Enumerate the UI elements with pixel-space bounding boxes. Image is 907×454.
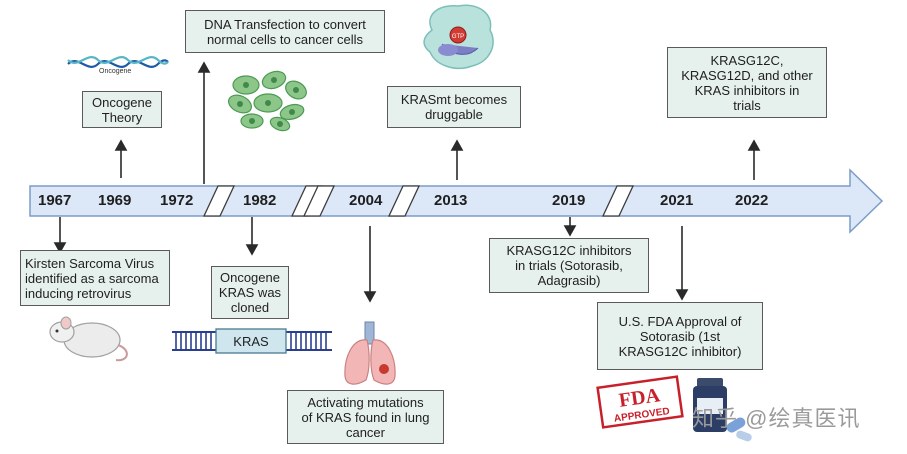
year-1969: 1969 bbox=[98, 192, 132, 209]
gtp-label: GTP bbox=[452, 34, 464, 40]
kras-gene-label: KRAS bbox=[233, 334, 269, 349]
timeline-arrow bbox=[29, 168, 884, 234]
event-text: KRASG12C inhibitors in trials (Sotorasib… bbox=[506, 243, 632, 288]
year-2021: 2021 bbox=[660, 192, 694, 209]
event-krasmt-druggable: KRASmt becomes druggable bbox=[387, 86, 521, 128]
kras-gene-icon: KRAS bbox=[172, 328, 332, 354]
event-text: KRASmt becomes druggable bbox=[400, 92, 508, 122]
event-oncogene-theory: Oncogene Theory bbox=[82, 91, 162, 128]
oncogene-dna-label: Oncogene bbox=[99, 68, 132, 75]
year-2022: 2022 bbox=[735, 192, 769, 209]
cancer-cells-icon bbox=[228, 70, 307, 132]
fda-approved-stamp: FDA APPROVED bbox=[596, 375, 684, 429]
lungs-icon bbox=[344, 321, 396, 385]
event-text: DNA Transfection to convert normal cells… bbox=[204, 16, 366, 47]
timeline-breaks bbox=[202, 185, 635, 217]
event-text: U.S. FDA Approval of Sotorasib (1st KRAS… bbox=[618, 313, 742, 359]
event-dna-transfection: DNA Transfection to convert normal cells… bbox=[185, 10, 385, 53]
watermark: 知乎 @绘真医讯 bbox=[692, 406, 861, 431]
mouse-icon bbox=[49, 316, 128, 362]
connectors bbox=[53, 61, 761, 303]
event-g12c-inhibitors-trials: KRASG12C inhibitors in trials (Sotorasib… bbox=[489, 238, 649, 293]
year-1982: 1982 bbox=[243, 192, 277, 209]
event-text: Activating mutations of KRAS found in lu… bbox=[301, 394, 430, 440]
event-fda-approval: U.S. FDA Approval of Sotorasib (1st KRAS… bbox=[597, 302, 763, 370]
event-oncogene-kras-cloned: Oncogene KRAS was cloned bbox=[211, 266, 289, 319]
event-text: Kirsten Sarcoma Virus identified as a sa… bbox=[25, 255, 159, 301]
year-2004: 2004 bbox=[349, 192, 383, 209]
drug-bottle-icon bbox=[693, 378, 752, 442]
year-1967: 1967 bbox=[38, 192, 72, 209]
event-activating-mutations: Activating mutations of KRAS found in lu… bbox=[287, 390, 444, 444]
kras-protein-icon: GTP bbox=[423, 4, 494, 70]
year-2019: 2019 bbox=[552, 192, 586, 209]
event-kirsten-sarcoma-virus: Kirsten Sarcoma Virus identified as a sa… bbox=[20, 250, 170, 306]
event-kras-inhibitors-trials: KRASG12C, KRASG12D, and other KRAS inhib… bbox=[667, 47, 827, 118]
event-text: Oncogene KRAS was cloned bbox=[218, 270, 282, 315]
event-text: Oncogene Theory bbox=[92, 94, 152, 125]
event-text: KRASG12C, KRASG12D, and other KRAS inhib… bbox=[681, 52, 813, 113]
dna-helix-icon bbox=[67, 56, 169, 68]
year-2013: 2013 bbox=[434, 192, 468, 209]
year-1972: 1972 bbox=[160, 192, 194, 209]
